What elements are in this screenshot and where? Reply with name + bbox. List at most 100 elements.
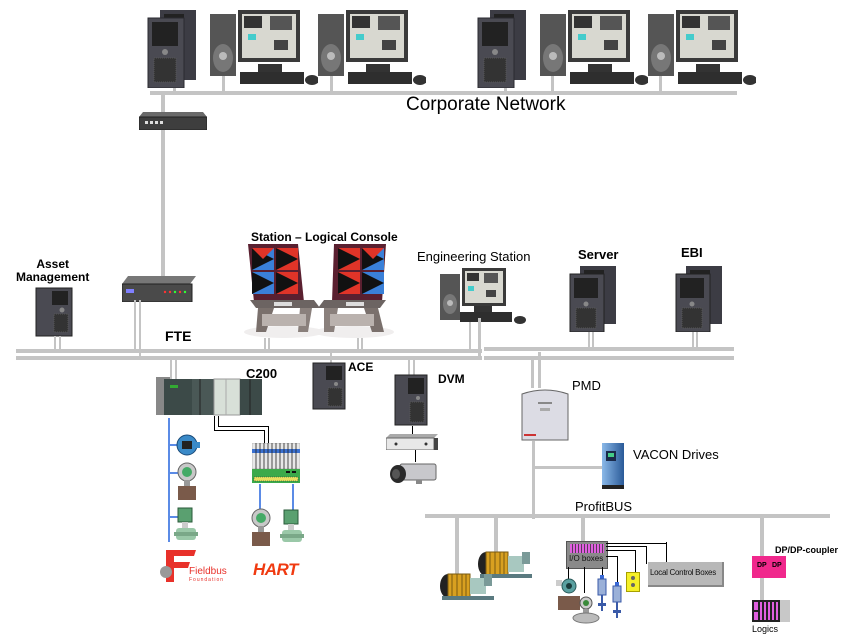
level-sensor-icon [612,582,622,618]
profibus-label: ProfitBUS [575,499,633,514]
transmitter-icon [176,434,200,456]
uplink-line [161,93,165,283]
pressure-transmitter-icon [251,508,271,546]
io-wire [606,550,636,551]
video-cable [415,450,416,462]
video-cable [412,426,413,436]
drop-line [592,332,594,350]
io-wire [617,556,618,584]
vacon-drive-icon [602,443,624,489]
drop-line [357,338,359,352]
indicator-light-icon [631,576,635,580]
workstation-icon [648,10,756,85]
pmd-controller-icon [521,389,569,441]
fieldbus-branch [168,472,178,474]
drop-line [175,358,177,380]
workstation-icon [540,10,648,85]
ebi-label: EBI [681,245,703,260]
pressure-transmitter-icon [556,578,580,610]
push-button-box [626,572,640,592]
drop-line [408,358,410,376]
io-wire [602,567,603,579]
drop-line [59,336,61,350]
dp-coupler-label: DP/DP-coupler [775,545,839,555]
pmd-label: PMD [572,378,601,393]
drop-line [469,322,471,352]
ebi-server-tower-icon [675,266,722,332]
station-console-label: Station – Logical Console [251,230,398,244]
io-wire [584,567,585,593]
corporate-network-label: Corporate Network [406,94,566,115]
drop-line [264,338,266,352]
logics-link [760,578,764,602]
io-wire [606,556,618,557]
io-cable [214,416,215,430]
fieldbus-segment [168,418,170,542]
vacon-branch [532,466,604,469]
hart-segment [292,484,294,518]
server-tower-icon [569,266,616,332]
engineering-station-label: Engineering Station [417,249,531,264]
io-cable [218,416,219,426]
server-tower-icon [477,10,526,88]
fieldbus-branch [168,444,178,446]
io-boxes: I/O boxes [566,541,608,569]
server-tower-icon [147,10,196,88]
drop-line [222,72,225,93]
dvm-server-icon [394,374,428,426]
drop-line [413,358,415,376]
c200-controller-icon [156,377,262,416]
workstation-icon [318,10,426,85]
drop-line [588,332,590,350]
cctv-camera-icon [390,463,437,484]
io-boxes-label: I/O boxes [569,554,604,563]
profibus-drop [760,516,764,560]
profibus-trunk [532,441,535,519]
io-cable [268,426,269,444]
drop-line [551,72,554,93]
io-wire [606,546,646,547]
asset-management-server-icon [35,287,73,337]
vacon-drives-label: VACON Drives [633,447,719,462]
io-terminal-rack-icon [252,443,300,483]
pressure-transmitter-icon [177,462,197,500]
io-cable [264,430,265,444]
level-sensor-icon [597,575,607,611]
hart-logo: HART [253,560,298,579]
pump-motor-icon [440,573,494,600]
io-wire [606,543,666,544]
operator-console-icon [244,244,322,338]
io-wire [635,550,636,572]
operator-console-icon [316,244,394,338]
flow-meter-icon [572,596,600,624]
dp-dp-coupler: DP DP [752,556,786,578]
drop-line [659,72,662,93]
io-cable [214,430,264,431]
indicator-light-icon [631,583,635,587]
ace-server-icon [312,362,346,410]
router-icon [139,112,207,130]
fte-bus-a [16,349,286,353]
drop-line [268,338,270,352]
dp-port-right-label: DP [772,562,782,569]
engineering-workstation-icon [440,268,526,324]
fte-bus-a [286,349,482,353]
drop-line [478,318,481,358]
local-control-boxes: Local Control Boxes [648,562,724,587]
logics-plc-icon [752,600,790,622]
fte-bus-b [16,356,286,360]
drop-line [330,72,333,93]
fte-bus-b [286,356,482,360]
pmd-uplink [531,358,534,388]
asset-management-label: Asset Management [16,257,90,284]
fte-bus-a [484,347,734,351]
profibus-drop [455,516,459,576]
drop-line [692,332,694,350]
io-boxes-module-strip [570,544,604,553]
io-wire [646,546,647,564]
drop-line [361,338,363,352]
hart-segment [259,484,261,518]
video-encoder-icon [386,434,438,450]
corporate-network-bus [150,91,737,95]
